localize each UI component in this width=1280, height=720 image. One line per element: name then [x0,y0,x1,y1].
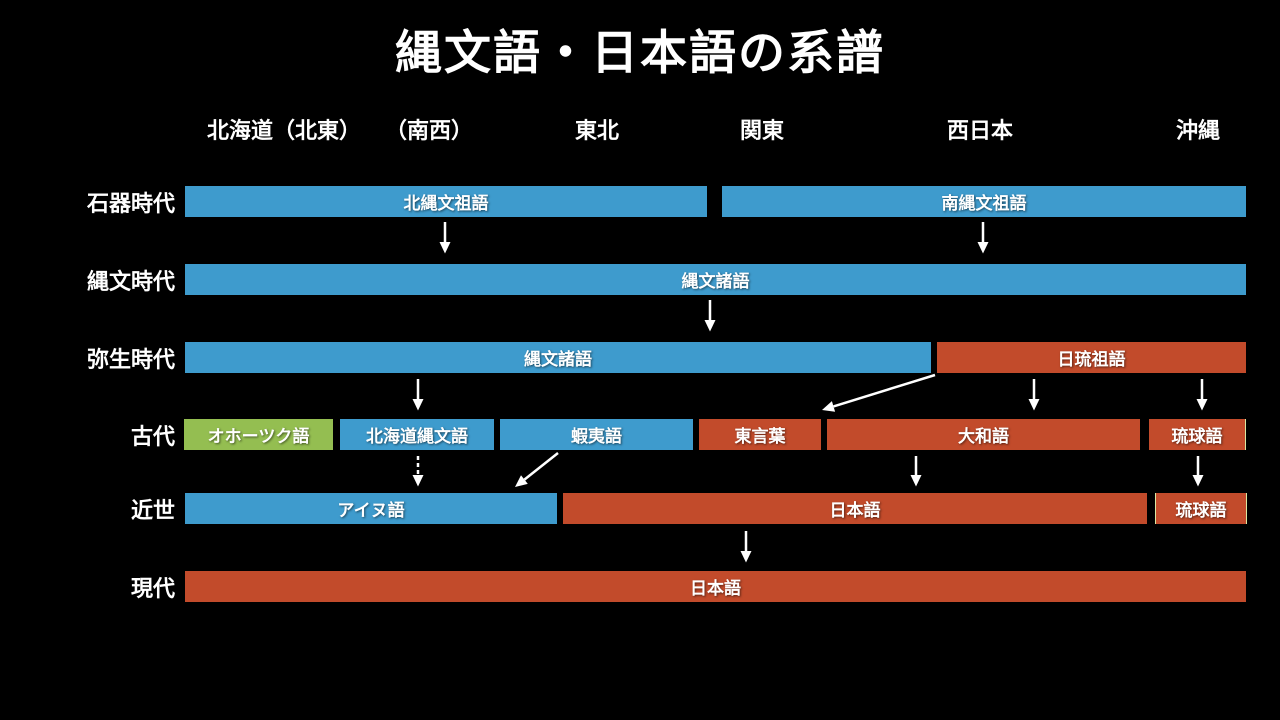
era-label-yayoi: 弥生時代 [86,346,175,372]
bar-jomon-shogo-2: 縄文諸語 [185,342,931,373]
bar-nichiryu-sogo: 日琉祖語 [937,342,1246,373]
column-header-hokkaido: 北海道（北東） [207,118,362,143]
bar-kita-jomon-sogo: 北縄文祖語 [185,186,707,217]
bar-ainu-go: アイヌ語 [185,493,557,524]
bar-label: 蝦夷語 [571,427,622,446]
bar-nihongo-kinsei: 日本語 [563,493,1147,524]
bar-label: 北海道縄文語 [366,427,468,446]
arrow-down-icon [703,300,717,332]
era-label-gendai: 現代 [130,575,175,601]
bar-label: 南縄文祖語 [941,194,1027,213]
page-title: 縄文語・日本語の系譜 [395,26,885,79]
bar-label: 琉球語 [1175,501,1227,520]
bar-minami-jomon-sogo: 南縄文祖語 [722,186,1246,217]
arrow-down-icon [739,531,753,563]
era-label-kodai: 古代 [130,423,175,449]
bar-azuma-kotoba: 東言葉 [699,419,821,450]
bar-label: 縄文諸語 [681,272,750,291]
era-label-jomon: 縄文時代 [86,268,175,294]
bar-label: 東言葉 [734,427,786,446]
arrow-down-icon [976,222,990,254]
arrow-down-icon [1195,379,1209,411]
column-header-nishinihon: 西日本 [947,118,1014,143]
bar-nihongo-gendai: 日本語 [185,571,1246,602]
arrow-diagonal-down-left-icon [812,370,942,416]
arrow-down-icon [1027,379,1041,411]
bar-label: アイヌ語 [337,501,405,520]
bar-hokkaido-jomon-go: 北海道縄文語 [340,419,494,450]
era-label-kinsei: 近世 [130,497,175,523]
bar-jomon-shogo-1: 縄文諸語 [185,264,1246,295]
bar-emishi-go: 蝦夷語 [500,419,693,450]
arrow-down-icon [438,222,452,254]
arrow-down-icon [411,379,425,411]
arrow-diagonal-down-left-icon [508,450,566,492]
bar-label: 日本語 [690,579,741,598]
bar-label: オホーツク語 [207,427,310,446]
bar-label: 縄文諸語 [524,350,592,369]
column-header-kanto: 関東 [740,118,785,143]
bar-label: 日本語 [829,501,881,520]
bar-ryukyu-go-ancient: 琉球語 [1149,419,1246,450]
bar-okhotsk-go: オホーツク語 [184,419,333,450]
arrow-down-icon [909,456,923,487]
bar-label: 琉球語 [1171,427,1223,446]
arrow-down-dashed-icon [411,456,425,487]
bar-ryukyu-go-kinsei: 琉球語 [1155,493,1247,524]
bar-yamato-go: 大和語 [827,419,1140,450]
bar-label: 北縄文祖語 [403,194,489,213]
column-header-tohoku: 東北 [575,118,620,143]
column-header-southwest: （南西） [385,118,474,143]
era-label-stone-age: 石器時代 [86,190,175,216]
column-header-okinawa: 沖縄 [1176,118,1221,143]
bar-label: 日琉祖語 [1057,350,1126,369]
bar-label: 大和語 [958,427,1009,446]
arrow-down-icon [1191,456,1205,487]
